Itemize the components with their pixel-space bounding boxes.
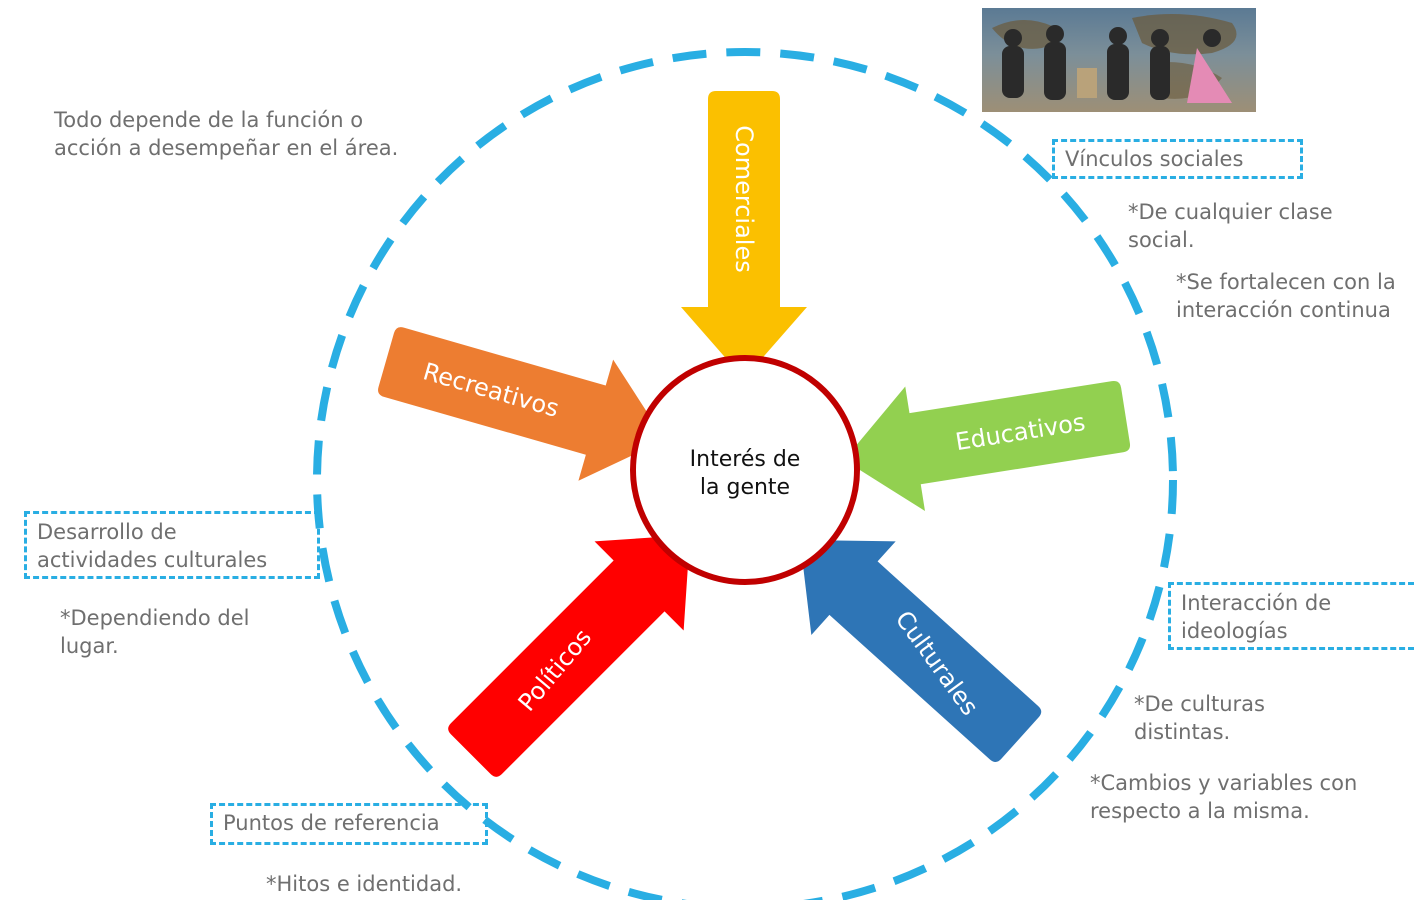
center-label-line1: Interés de xyxy=(690,447,801,472)
outer-dashed-circle xyxy=(313,48,1177,900)
interaccion-note-2: *Cambios y variables con respecto a la m… xyxy=(1090,769,1357,825)
interaccion-note-2-line2: respecto a la misma. xyxy=(1090,799,1310,823)
vinculos-note-1-line2: social. xyxy=(1128,228,1195,252)
arrow-comerciales xyxy=(681,91,807,379)
interaccion-note-1: *De culturas distintas. xyxy=(1134,690,1265,746)
interaccion-note-1-line1: *De culturas xyxy=(1134,692,1265,716)
arrow-comerciales-shape xyxy=(681,91,807,379)
top-left-note-line1: Todo depende de la función o xyxy=(54,108,364,132)
desarrollo-note-line1: *Dependiendo del xyxy=(60,606,250,630)
arrows-group: ComercialesEducativosCulturalesPolíticos… xyxy=(378,91,1131,777)
interaccion-title-line1: Interacción de xyxy=(1181,591,1332,615)
puntos-referencia-box: Puntos de referencia xyxy=(210,803,488,845)
arrow-comerciales-label: Comerciales xyxy=(730,125,758,272)
desarrollo-title-line1: Desarrollo de xyxy=(37,520,177,544)
people-world-map-image xyxy=(982,8,1256,112)
desarrollo-title-line2: actividades culturales xyxy=(37,548,268,572)
center-label-line2: la gente xyxy=(700,475,790,500)
puntos-note-text: *Hitos e identidad. xyxy=(266,872,463,896)
interaccion-title-line2: ideologías xyxy=(1181,619,1288,643)
desarrollo-note-line2: lugar. xyxy=(60,634,119,658)
vinculos-note-1: *De cualquier clase social. xyxy=(1128,198,1333,254)
arrow-culturales xyxy=(800,540,1042,762)
vinculos-note-2-line2: interacción continua xyxy=(1176,298,1391,322)
vinculos-note-2-line1: *Se fortalecen con la xyxy=(1176,270,1396,294)
arrow-politicos xyxy=(448,535,690,777)
puntos-note: *Hitos e identidad. xyxy=(266,870,462,898)
top-left-note: Todo depende de la función o acción a de… xyxy=(54,106,398,162)
arrow-culturales-shape xyxy=(800,540,1042,762)
vinculos-note-1-line1: *De cualquier clase xyxy=(1128,200,1333,224)
interaccion-ideologias-box: Interacción de ideologías xyxy=(1168,582,1414,650)
desarrollo-actividades-box: Desarrollo de actividades culturales xyxy=(24,511,320,579)
puntos-referencia-title: Puntos de referencia xyxy=(223,811,440,835)
arrow-educativos-shape xyxy=(844,380,1131,511)
interaccion-note-1-line2: distintas. xyxy=(1134,720,1231,744)
center-circle xyxy=(630,355,860,585)
arrow-recreativos xyxy=(378,327,665,481)
top-left-note-line2: acción a desempeñar en el área. xyxy=(54,136,399,160)
vinculos-sociales-title: Vínculos sociales xyxy=(1065,147,1244,171)
desarrollo-note: *Dependiendo del lugar. xyxy=(60,604,249,660)
arrow-politicos-shape xyxy=(448,535,690,777)
arrow-educativos xyxy=(844,380,1131,511)
arrow-recreativos-shape xyxy=(378,327,665,481)
vinculos-sociales-box: Vínculos sociales xyxy=(1052,139,1303,179)
vinculos-note-2: *Se fortalecen con la interacción contin… xyxy=(1176,268,1414,324)
interaccion-note-2-line1: *Cambios y variables con xyxy=(1090,771,1358,795)
